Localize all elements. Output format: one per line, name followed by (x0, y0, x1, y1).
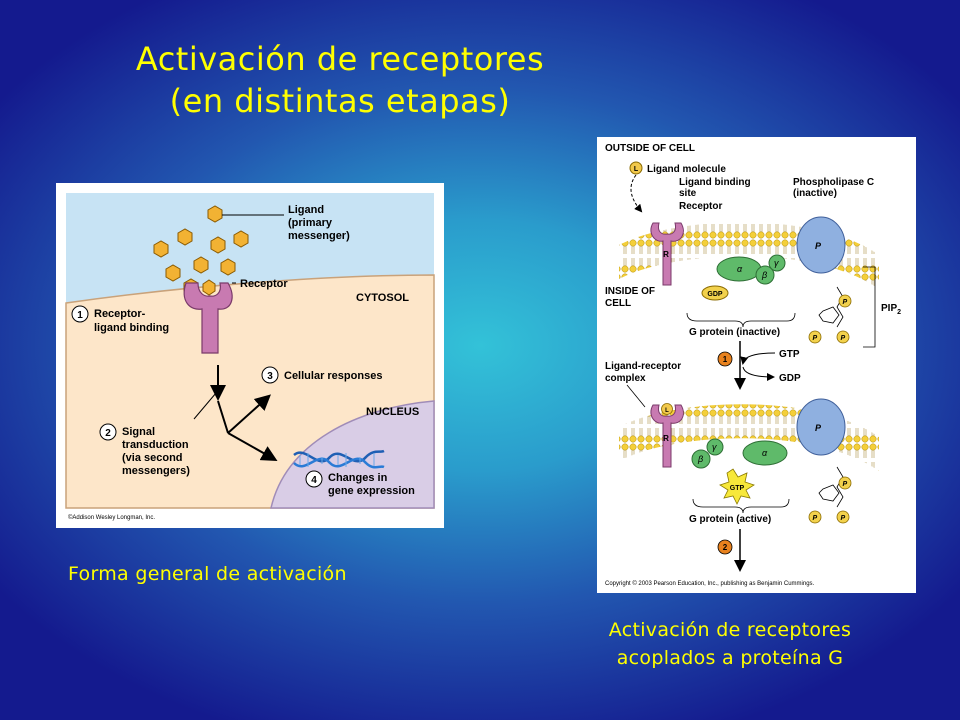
g-protein-inactive-complex: α β γ (716, 254, 786, 285)
pip2-chain-top: P P P (808, 286, 852, 344)
ligand-letter: L (634, 166, 639, 173)
svg-text:L: L (665, 408, 669, 414)
step-3: 3 Cellular responses (261, 366, 382, 384)
svg-text:P: P (815, 241, 822, 251)
svg-text:γ: γ (712, 442, 717, 452)
ligand-dashed-arrow (630, 174, 643, 213)
g-protein-caption-line-2: acoplados a proteína G (616, 647, 844, 669)
svg-text:P: P (841, 335, 846, 342)
ligand-molecule (207, 205, 223, 223)
step-2-number: 2 (105, 428, 111, 439)
g-protein-inactive-label: G protein (inactive) (689, 327, 780, 338)
svg-text:R: R (663, 250, 669, 259)
g-protein-caption: Activación de receptores acoplados a pro… (560, 616, 900, 672)
ligand-molecule (165, 264, 181, 282)
svg-text:α: α (762, 448, 768, 458)
receptor-bottom: L R (650, 403, 684, 468)
ligand-molecule-icon (629, 161, 643, 175)
receptor-label: Receptor (240, 278, 288, 290)
step-3-label: Cellular responses (284, 370, 382, 382)
step-4-label: Changes in gene expression (328, 472, 415, 497)
gdp-badge: GDP (701, 285, 729, 301)
gtp-in-label: GTP (779, 349, 800, 360)
dna-helix (293, 449, 385, 469)
general-activation-figure: Ligand (primary messenger) Receptor CYTO… (56, 183, 444, 528)
nucleus-label: NUCLEUS (366, 406, 419, 418)
ligand-molecule (153, 240, 169, 258)
svg-text:R: R (663, 434, 669, 443)
phospholipase-label: Phospholipase C (inactive) (793, 177, 877, 199)
g-protein-active-label: G protein (active) (689, 514, 771, 525)
svg-text:β: β (697, 454, 703, 464)
signal-arrows (193, 365, 278, 461)
g-protein-subunits-bottom: β γ α (691, 438, 788, 469)
ligand-molecule (220, 258, 236, 276)
svg-text:P: P (813, 515, 818, 522)
receptor-label-top: Receptor (679, 201, 722, 212)
svg-text:β: β (761, 270, 767, 280)
phospholipase-c-inactive: P (796, 216, 846, 274)
pip2-label: PIP2 (881, 303, 901, 316)
g-protein-caption-line-1: Activación de receptores (608, 619, 852, 641)
g-protein-diagram: OUTSIDE OF CELL L Ligand molecule Ligand… (605, 143, 901, 587)
cytosol-label: CYTOSOL (356, 292, 409, 304)
step-1-label: Receptor- ligand binding (94, 308, 169, 334)
step-2-label: Signal transduction (via second messenge… (122, 426, 192, 477)
svg-text:GDP: GDP (707, 291, 723, 298)
ligand-molecule (177, 228, 193, 246)
general-activation-diagram: Ligand (primary messenger) Receptor CYTO… (65, 193, 435, 521)
svg-text:P: P (815, 423, 822, 433)
svg-text:P: P (843, 481, 848, 488)
slide-title: Activación de receptores (en distintas e… (90, 38, 590, 122)
svg-text:γ: γ (774, 258, 779, 268)
ligand-molecule (193, 256, 209, 274)
receptor-top: R (650, 222, 684, 286)
svg-text:P: P (813, 335, 818, 342)
ligand-molecule (210, 236, 226, 254)
svg-text:P: P (843, 299, 848, 306)
receptor-shape (183, 279, 233, 354)
ligand-molecule-label: Ligand molecule (647, 164, 726, 175)
gdp-out-label: GDP (779, 373, 801, 384)
g-protein-activation-figure: OUTSIDE OF CELL L Ligand molecule Ligand… (597, 137, 916, 593)
step-1-badge (717, 351, 733, 367)
slide-title-line-1: Activación de receptores (135, 40, 545, 78)
gtp-in-arrow (740, 352, 776, 365)
pip2-bracket (863, 266, 876, 348)
inside-of-cell-label: INSIDE OF CELL (605, 286, 658, 309)
step-4: 4 Changes in gene expression (305, 470, 415, 497)
slide-title-line-2: (en distintas etapas) (169, 82, 511, 120)
outside-of-cell-label: OUTSIDE OF CELL (605, 143, 695, 154)
general-activation-caption: Forma general de activación (68, 563, 347, 585)
gtp-starburst: GTP (719, 468, 755, 505)
step-2: 2 Signal transduction (via second messen… (99, 423, 192, 477)
ligand-binding-site-label: Ligand binding site (679, 177, 753, 199)
step-3-number: 3 (267, 371, 273, 382)
step-4-number: 4 (311, 475, 317, 486)
ligand-molecule (233, 230, 249, 248)
right-copyright: Copyright © 2003 Pearson Education, Inc.… (605, 580, 815, 587)
complex-leader-line (626, 384, 646, 408)
g-protein-brace-bottom (692, 498, 790, 514)
phospholipase-c-active: P (796, 398, 846, 456)
svg-text:GTP: GTP (730, 485, 745, 492)
step-2-badge (717, 539, 733, 555)
step-1: 1 Receptor- ligand binding (71, 305, 169, 334)
g-protein-brace-top (686, 312, 796, 328)
ligand-label: Ligand (primary messenger) (288, 204, 350, 242)
svg-text:α: α (737, 264, 743, 274)
pip2-chain-bottom: P P P (808, 466, 852, 524)
left-copyright: ©Addison Wesley Longman, Inc. (68, 514, 155, 521)
step-2-number: 2 (723, 543, 728, 552)
step-1-number: 1 (77, 310, 83, 321)
gdp-out-arrow (742, 366, 775, 381)
svg-text:P: P (841, 515, 846, 522)
complex-label: Ligand-receptor complex (605, 361, 684, 384)
step-1-number: 1 (723, 355, 728, 364)
